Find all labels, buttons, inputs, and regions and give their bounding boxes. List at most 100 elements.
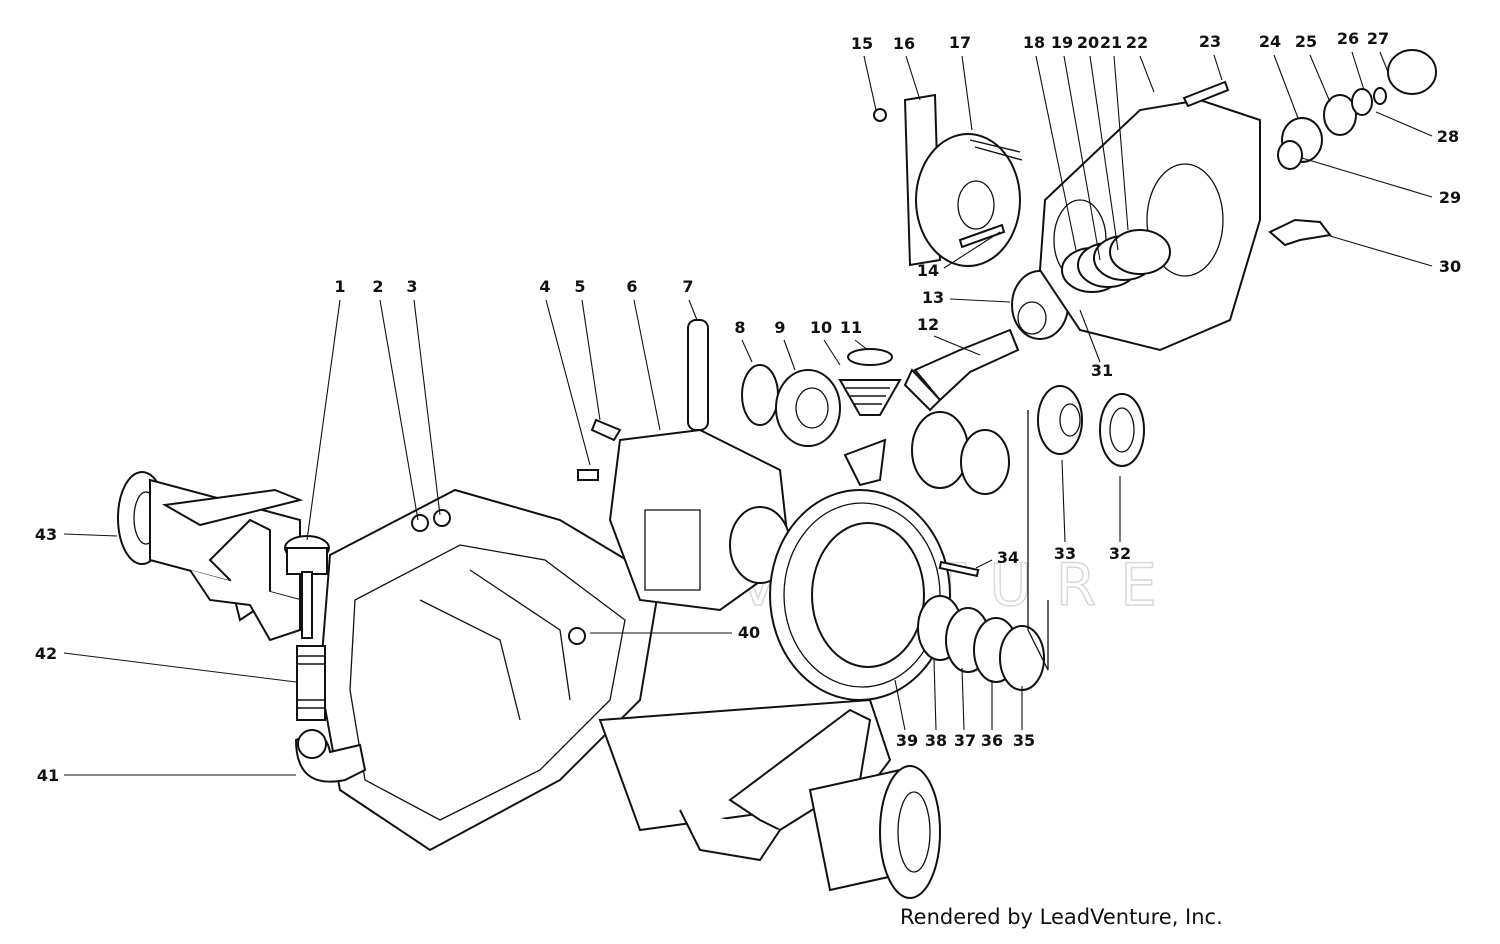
leader-line-28 (1375, 111, 1433, 137)
leader-line-43 (63, 533, 118, 537)
breather-assembly (284, 535, 367, 783)
callout-20: 20 (1077, 33, 1099, 52)
leader-line-14 (943, 231, 1001, 269)
credit-text: Rendered by LeadVenture, Inc. (900, 905, 1223, 929)
cap-27 (1387, 49, 1437, 95)
leader-line-7 (688, 299, 698, 321)
callout-1: 1 (334, 277, 345, 296)
callout-27: 27 (1367, 29, 1389, 48)
callout-7: 7 (682, 277, 693, 296)
callout-18: 18 (1023, 33, 1045, 52)
callout-19: 19 (1051, 33, 1073, 52)
leader-line-33 (1061, 459, 1066, 543)
leader-line-6 (633, 299, 661, 431)
callout-16: 16 (893, 34, 915, 53)
callout-4: 4 (539, 277, 550, 296)
bolt-5 (590, 418, 622, 442)
pinion-gear-10 (838, 379, 902, 416)
bearing-cup-32 (1099, 393, 1145, 467)
leader-line-17 (961, 55, 973, 131)
bearing-25 (1323, 94, 1357, 136)
seal-29 (1277, 140, 1303, 170)
leader-line-9 (783, 339, 796, 371)
callout-34: 34 (997, 548, 1019, 567)
callout-22: 22 (1126, 33, 1148, 52)
drive-pinion (903, 328, 1020, 412)
leader-line-20 (1089, 55, 1119, 251)
axle-housing (117, 471, 941, 899)
pipe-nipple (296, 645, 326, 721)
callout-24: 24 (1259, 32, 1281, 51)
pin-4 (577, 469, 599, 481)
callout-37: 37 (954, 731, 976, 750)
callout-21: 21 (1100, 33, 1122, 52)
thrust-washer-8 (741, 364, 779, 426)
leader-line-8 (741, 339, 753, 363)
leader-line-2 (379, 299, 419, 521)
callout-13: 13 (922, 288, 944, 307)
washer-21 (1109, 229, 1171, 275)
callout-6: 6 (626, 277, 637, 296)
leader-line-1 (306, 299, 341, 541)
pinion-gear-lower (843, 438, 887, 487)
callout-2: 2 (372, 277, 383, 296)
shim-35 (999, 625, 1045, 691)
washer-3 (433, 509, 451, 527)
side-gear-lower (911, 411, 969, 489)
pin-34 (938, 560, 980, 578)
leader-line-3 (413, 299, 441, 516)
callout-41: 41 (37, 766, 59, 785)
callout-11: 11 (840, 318, 862, 337)
ring-gear (769, 489, 951, 701)
gear-17 (915, 133, 1023, 267)
right-axle-flange (879, 765, 941, 899)
callout-29: 29 (1439, 188, 1461, 207)
leader-line-38 (933, 659, 937, 731)
leader-line-26 (1351, 51, 1365, 91)
bearing-33 (1037, 385, 1083, 455)
differential-case (608, 428, 792, 612)
leader-line-39 (894, 679, 906, 731)
callout-17: 17 (949, 33, 971, 52)
thrust-washer-11 (847, 348, 893, 366)
callout-26: 26 (1337, 29, 1359, 48)
elbow-fitting-30 (1268, 218, 1332, 247)
callout-30: 30 (1439, 257, 1461, 276)
leader-line-11 (854, 339, 869, 351)
callout-38: 38 (925, 731, 947, 750)
callout-10: 10 (810, 318, 832, 337)
callout-5: 5 (574, 277, 585, 296)
callout-42: 42 (35, 644, 57, 663)
callout-31: 31 (1091, 361, 1113, 380)
callout-14: 14 (917, 261, 939, 280)
callout-23: 23 (1199, 32, 1221, 51)
ring-28 (1373, 87, 1387, 105)
leader-line-5 (581, 299, 601, 421)
thrust-washer-lower (960, 429, 1010, 495)
leader-line-18 (1035, 55, 1077, 251)
leader-line-24 (1273, 54, 1299, 119)
leader-line-30 (1329, 235, 1433, 267)
leader-line-29 (1301, 157, 1433, 198)
callout-8: 8 (734, 318, 745, 337)
callout-43: 43 (35, 525, 57, 544)
nut-2 (411, 514, 429, 532)
leader-line-27 (1379, 51, 1389, 73)
leader-line-12 (933, 335, 981, 356)
bolt-23 (1182, 80, 1230, 108)
callout-9: 9 (774, 318, 785, 337)
callout-15: 15 (851, 34, 873, 53)
fill-plug (568, 627, 586, 645)
side-gear-9 (775, 369, 841, 447)
ring-26 (1351, 88, 1373, 116)
leader-line-21 (1113, 55, 1129, 231)
leader-line-4 (545, 299, 591, 466)
cross-shaft (687, 319, 709, 431)
leader-line-25 (1309, 54, 1331, 103)
callout-33: 33 (1054, 544, 1076, 563)
leader-line-19 (1063, 55, 1101, 261)
leader-line-16 (905, 55, 921, 101)
